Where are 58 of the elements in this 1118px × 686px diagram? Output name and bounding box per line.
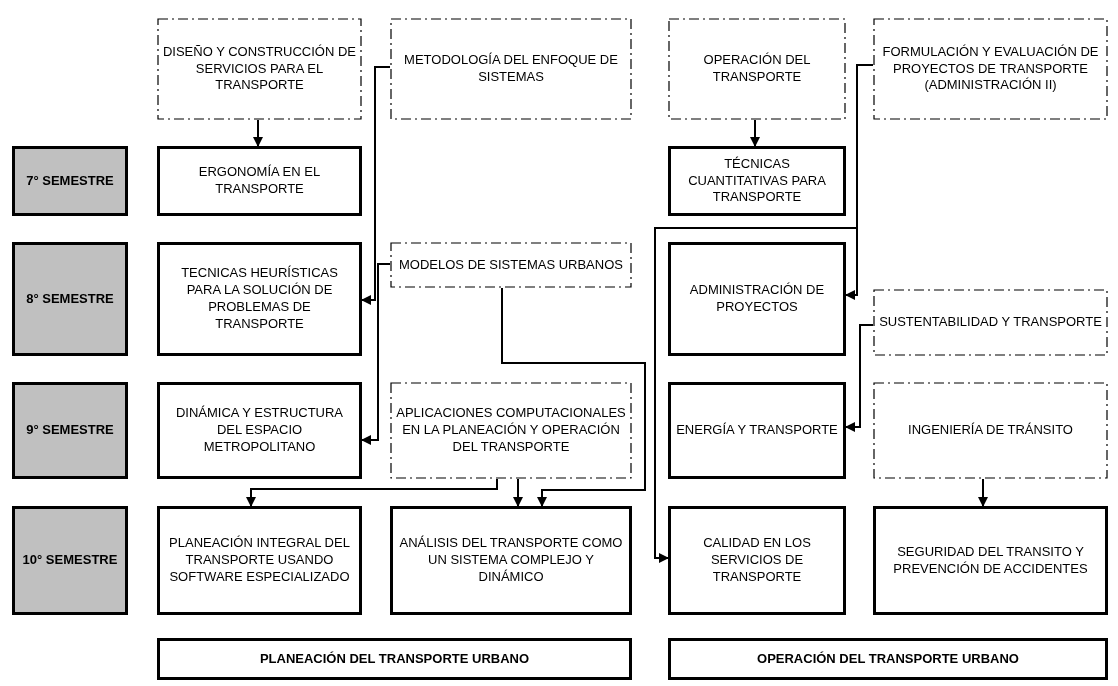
course-box (668, 242, 846, 356)
course-box (390, 506, 632, 615)
course-title: SUSTENTABILIDAD Y TRANSPORTE (879, 314, 1102, 331)
elective-box (668, 18, 846, 120)
arrow (978, 478, 988, 507)
course-box (873, 506, 1108, 615)
course-box (668, 382, 846, 479)
course-title: TÉCNICAS CUANTITATIVAS PARA TRANSPORTE (687, 155, 827, 207)
course-title: OPERACIÓN DEL TRANSPORTE (702, 52, 812, 86)
elective-box (873, 18, 1108, 120)
arrow (513, 478, 523, 507)
course-box (668, 146, 846, 216)
arrow (253, 119, 263, 147)
course-title: PLANEACIÓN INTEGRAL DEL TRANSPORTE USANDO SOFTWARE ESPECIALIZADO (168, 535, 351, 586)
course-title: INGENIERÍA DE TRÁNSITO (908, 422, 1073, 439)
elective-box (390, 18, 632, 120)
elective-box (873, 382, 1108, 479)
course-title: PLANEACIÓN DEL TRANSPORTE URBANO (259, 650, 530, 668)
semester-label: 9° SEMESTRE (26, 422, 114, 439)
course-box (157, 382, 362, 479)
course-title: DISEÑO Y CONSTRUCCIÓN DE SERVICIOS PARA EL TRANSPORTE (161, 43, 358, 95)
elective-box (390, 242, 632, 288)
course-title: ADMINISTRACIÓN DE PROYECTOS (688, 282, 826, 316)
course-box (157, 242, 362, 356)
course-title: MODELOS DE SISTEMAS URBANOS (399, 256, 623, 274)
course-box (157, 506, 362, 615)
arrow (750, 119, 760, 147)
course-title: CALIDAD EN LOS SERVICIOS DE TRANSPORTE (702, 535, 812, 586)
course-title: ERGONOMÍA EN EL TRANSPORTE (197, 164, 322, 198)
course-title: ANÁLISIS DEL TRANSPORTE COMO UN SISTEMA COMPLEJO Y DINÁMICO (398, 535, 624, 586)
course-title: TECNICAS HEURÍSTICAS PARA LA SOLUCIÓN DE PROBLEMAS DE TRANSPORTE (180, 265, 339, 333)
course-title: OPERACIÓN DEL TRANSPORTE URBANO (757, 650, 1019, 668)
semester-box (12, 146, 128, 216)
arrow (361, 66, 391, 305)
area-box (157, 638, 632, 680)
semester-label: 10° SEMESTRE (22, 552, 118, 569)
elective-box (390, 382, 632, 479)
elective-box (873, 289, 1108, 356)
arrow (246, 478, 498, 507)
course-box (668, 506, 846, 615)
course-title: FORMULACIÓN Y EVALUACIÓN DE PROYECTOS DE TRANSPORTE (ADMINISTRACIÓN II) (881, 43, 1100, 95)
semester-label: 7° SEMESTRE (26, 172, 114, 190)
course-title: SEGURIDAD DEL TRANSITO Y PREVENCIÓN DE ACCIDENTES (892, 543, 1089, 578)
course-title: ENERGÍA Y TRANSPORTE (676, 422, 838, 439)
arrow (501, 287, 646, 507)
course-title: DINÁMICA Y ESTRUCTURA DEL ESPACIO METROPOLITANO (174, 405, 345, 456)
semester-label: 8° SEMESTRE (26, 290, 114, 308)
course-box (157, 146, 362, 216)
elective-box (157, 18, 362, 120)
semester-box (12, 382, 128, 479)
course-title: APLICACIONES COMPUTACIONALES EN LA PLANEACIÓN Y OPERACIÓN DEL TRANSPORTE (395, 405, 627, 456)
arrow (845, 324, 874, 432)
course-title: METODOLOGÍA DEL ENFOQUE DE SISTEMAS (403, 52, 619, 86)
area-box (668, 638, 1108, 680)
semester-box (12, 506, 128, 615)
arrow (361, 263, 391, 445)
semester-box (12, 242, 128, 356)
arrow (654, 64, 874, 563)
